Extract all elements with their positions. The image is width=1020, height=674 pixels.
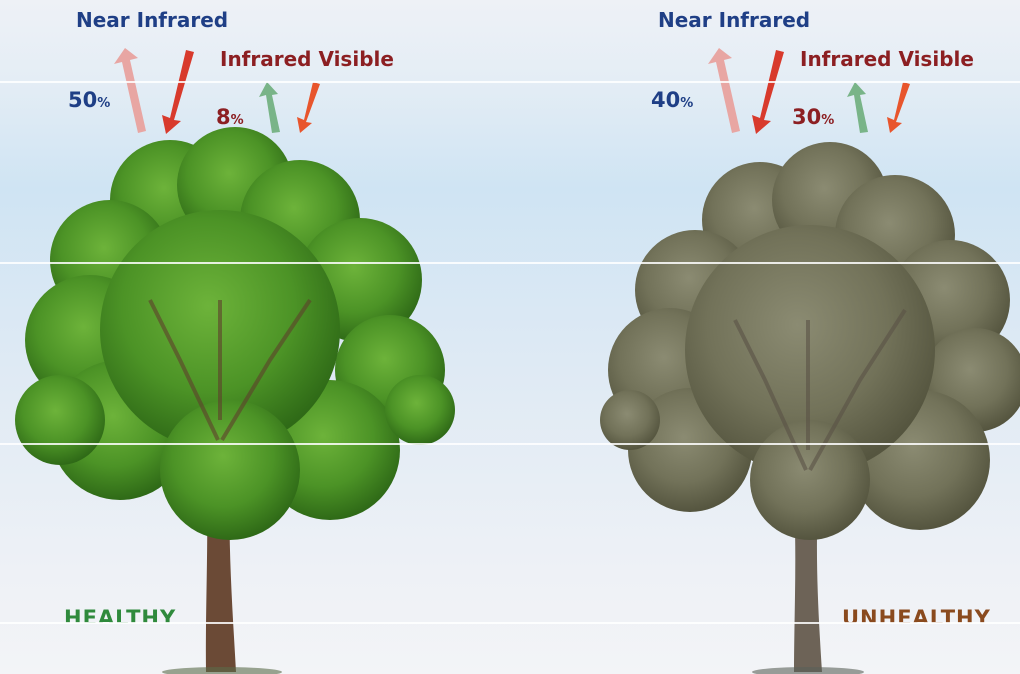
- visible-value: 30: [792, 105, 822, 129]
- visible-value: 8: [216, 105, 231, 129]
- visible-percent: 30%: [792, 105, 834, 129]
- arrow-down-icon: [162, 50, 194, 134]
- divider-line: [0, 262, 1020, 264]
- divider-line: [0, 443, 1020, 445]
- percent-sign: %: [230, 113, 244, 128]
- status-label-unhealthy: UNHEALTHY: [842, 606, 991, 623]
- near-infrared-label: Near Infrared: [658, 8, 811, 32]
- visible-percent: 8%: [216, 105, 244, 129]
- near-infrared-percent: 40%: [651, 88, 693, 112]
- near-infrared-percent: 50%: [68, 88, 110, 112]
- arrow-down-icon: [297, 82, 320, 133]
- infrared-visible-label: Infrared Visible: [800, 47, 974, 71]
- percent-sign: %: [680, 96, 694, 111]
- percent-sign: %: [97, 96, 111, 111]
- divider-line: [0, 81, 1020, 83]
- status-label-healthy: HEALTHY: [64, 606, 177, 623]
- arrow-down-icon: [887, 82, 910, 133]
- near-infrared-value: 40: [651, 88, 681, 112]
- arrow-up-icon: [708, 48, 740, 133]
- healthy-tree-illustration: [15, 48, 455, 674]
- arrow-down-icon: [752, 50, 784, 134]
- percent-sign: %: [821, 113, 835, 128]
- near-infrared-value: 50: [68, 88, 98, 112]
- healthy-panel: Near Infrared Infrared Visible 50% 8% HE…: [15, 8, 455, 674]
- near-infrared-label: Near Infrared: [76, 8, 229, 32]
- unhealthy-tree-illustration: [600, 48, 1020, 674]
- arrow-up-icon: [114, 48, 146, 133]
- infrared-visible-label: Infrared Visible: [220, 47, 394, 71]
- divider-line: [0, 622, 1020, 624]
- unhealthy-panel: Near Infrared Infrared Visible 40% 30% U…: [510, 0, 1020, 674]
- arrow-up-icon: [847, 82, 868, 133]
- arrow-up-icon: [259, 82, 280, 133]
- tree-canopy: [15, 127, 455, 540]
